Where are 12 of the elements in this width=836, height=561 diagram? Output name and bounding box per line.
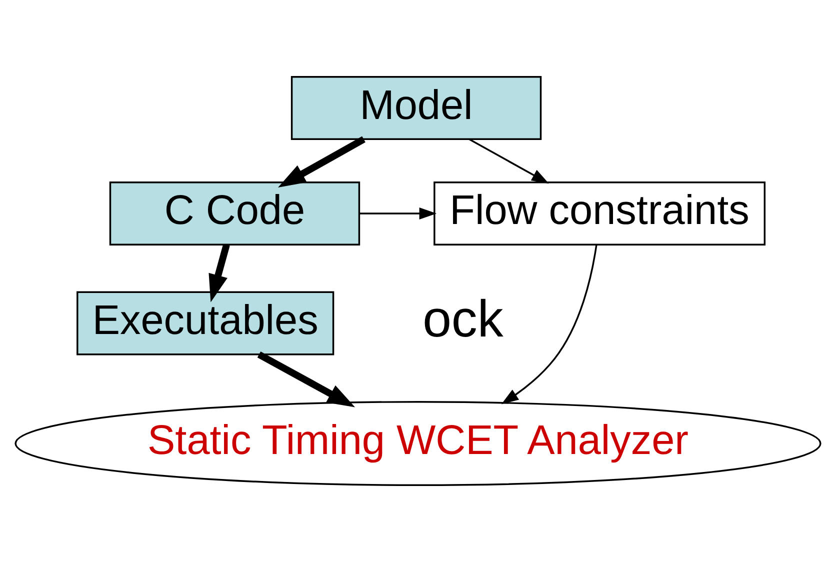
node-box: Flow constraints — [434, 181, 766, 245]
arrow — [208, 243, 230, 302]
arrow — [501, 244, 598, 404]
arrow — [257, 350, 356, 407]
node-box: Model — [290, 76, 542, 140]
label: ock — [422, 288, 504, 347]
node-box: Executables — [76, 290, 334, 355]
arrow — [278, 136, 366, 187]
node-ellipse: Static Timing WCET Analyzer — [14, 400, 822, 486]
arrow — [468, 138, 549, 184]
arrow — [359, 206, 437, 220]
node-box: C Code — [109, 181, 360, 245]
